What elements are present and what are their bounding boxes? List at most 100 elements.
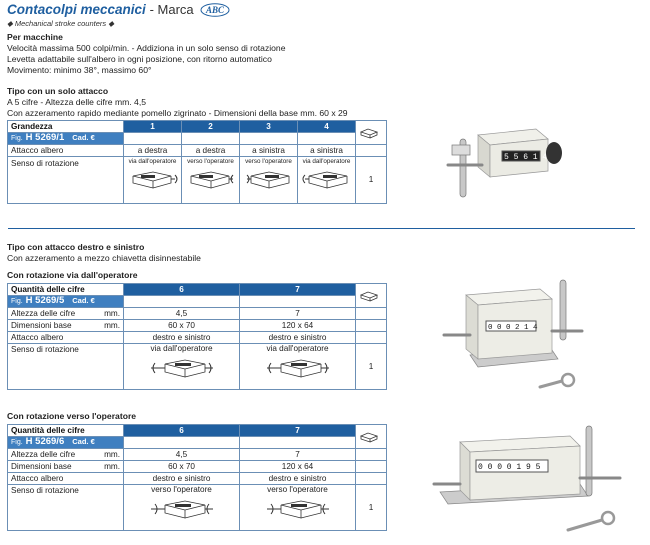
rotation-text: via dall'operatore [266, 344, 329, 354]
counter-rotation-diagram [266, 500, 329, 519]
rotation-text: verso l'operatore [245, 158, 292, 165]
price-cell [123, 132, 182, 145]
section1-heading: Tipo con un solo attacco [7, 86, 109, 96]
table-cell: a destra [123, 144, 182, 157]
row-label: Senso di rotazione [7, 343, 124, 390]
empty-cell [355, 472, 387, 485]
rotation-cell: via dall'operatore [123, 343, 240, 390]
counter-rotation-diagram [150, 500, 213, 519]
rotation-cell: via dall'operatore [123, 156, 182, 204]
rotation-cell: verso l'operatore [181, 156, 240, 204]
row-label: Attacco albero [7, 144, 124, 157]
page-subtitle: ◆ Mechanical stroke counters ◆ [7, 19, 114, 28]
price-cell [297, 132, 356, 145]
row-label-text: Altezza delle cifre [11, 308, 76, 318]
price-label: Cad. € [72, 296, 95, 306]
counter-digits: 0 0 0 0 1 9 5 [478, 463, 541, 472]
packaging-icon [355, 283, 387, 308]
fig-code: H 5269/6 [25, 436, 65, 447]
row-label: Altezza delle cifre mm. [7, 448, 124, 461]
table-cell: 7 [239, 448, 356, 461]
row-label-text: Altezza delle cifre [11, 449, 76, 459]
intro-line: Velocità massima 500 colpi/min. - Addizi… [7, 43, 286, 53]
empty-cell [355, 331, 387, 344]
pack-qty: 1 [355, 343, 387, 390]
row-label: Senso di rotazione [7, 156, 124, 204]
price-cell [239, 436, 356, 449]
table-cell: destro e sinistro [239, 331, 356, 344]
row-label: Senso di rotazione [7, 484, 124, 531]
table-cell: a sinistra [297, 144, 356, 157]
title-text: Contacolpi meccanici [7, 2, 146, 17]
rotation-text: verso l'operatore [267, 485, 328, 495]
fig-prefix: Fig. [11, 439, 23, 446]
intro-line: Levetta adattabile sull'albero in ogni p… [7, 54, 272, 64]
table-cell: destro e sinistro [123, 472, 240, 485]
fig-prefix: Fig. [11, 298, 23, 305]
digits-col-header: 7 [239, 424, 356, 437]
digits-col-header: 6 [123, 283, 240, 296]
empty-cell [355, 307, 387, 320]
counter-product-image: 0 0 0 2 1 4 [442, 279, 584, 389]
rotation-text: via dall'operatore [302, 158, 351, 165]
counter-digits: 5 5 6 1 4 [504, 153, 547, 162]
pack-qty: 1 [355, 484, 387, 531]
page-title: Contacolpi meccanici - Marca ABC [7, 2, 230, 18]
table-header-label: Quantità delle cifre [7, 424, 124, 437]
digits-col-header: 7 [239, 283, 356, 296]
row-unit: mm. [104, 449, 120, 459]
counter-rotation-diagram [246, 171, 290, 189]
rotation-cell: via dall'operatore [297, 156, 356, 204]
table-cell: destro e sinistro [123, 331, 240, 344]
size-col-header: 1 [123, 120, 182, 133]
table-cell: 7 [239, 307, 356, 320]
row-label: Attacco albero [7, 472, 124, 485]
table-cell: a sinistra [239, 144, 298, 157]
rotation-text: via dall'operatore [128, 158, 177, 165]
packaging-icon [355, 424, 387, 449]
counter-product-image: 5 5 6 1 4 [446, 128, 562, 198]
counter-rotation-diagram [190, 171, 234, 189]
digits-col-header: 6 [123, 424, 240, 437]
sub-a-heading: Con rotazione via dall'operatore [7, 270, 138, 280]
counter-rotation-diagram [302, 171, 348, 189]
price-label: Cad. € [72, 133, 95, 143]
row-label: Altezza delle cifre mm. [7, 307, 124, 320]
empty-cell [355, 460, 387, 473]
price-cell [181, 132, 240, 145]
counter-rotation-diagram [150, 359, 213, 378]
brand-prefix: - Marca [149, 2, 194, 17]
rotation-text: via dall'operatore [150, 344, 213, 354]
section2-heading: Tipo con attacco destro e sinistro [7, 242, 145, 252]
price-cell [123, 436, 240, 449]
section1-line: A 5 cifre - Altezza delle cifre mm. 4,5 [7, 97, 146, 107]
table-cell: 120 x 64 [239, 319, 356, 332]
pack-qty: 1 [355, 156, 387, 204]
empty-cell [355, 144, 387, 157]
price-cell [239, 295, 356, 308]
table-header-label: Grandezza [7, 120, 124, 133]
counter-digits: 0 0 0 2 1 4 [488, 324, 538, 332]
intro-line: Movimento: minimo 38°, massimo 60° [7, 65, 152, 75]
table-cell: 60 x 70 [123, 319, 240, 332]
svg-text:ABC: ABC [205, 5, 225, 15]
sub-b-heading: Con rotazione verso l'operatore [7, 411, 137, 421]
row-label: Attacco albero [7, 331, 124, 344]
row-unit: mm. [104, 461, 120, 471]
table-cell: 60 x 70 [123, 460, 240, 473]
section1-line: Con azzeramento rapido mediante pomello … [7, 108, 348, 118]
fig-code: H 5269/1 [25, 132, 65, 143]
table-cell: 4,5 [123, 448, 240, 461]
row-unit: mm. [104, 308, 120, 318]
section2-line: Con azzeramento a mezzo chiavetta disinn… [7, 253, 201, 263]
intro-heading: Per macchine [7, 32, 63, 42]
rotation-cell: verso l'operatore [123, 484, 240, 531]
table-cell: a destra [181, 144, 240, 157]
empty-cell [355, 319, 387, 332]
